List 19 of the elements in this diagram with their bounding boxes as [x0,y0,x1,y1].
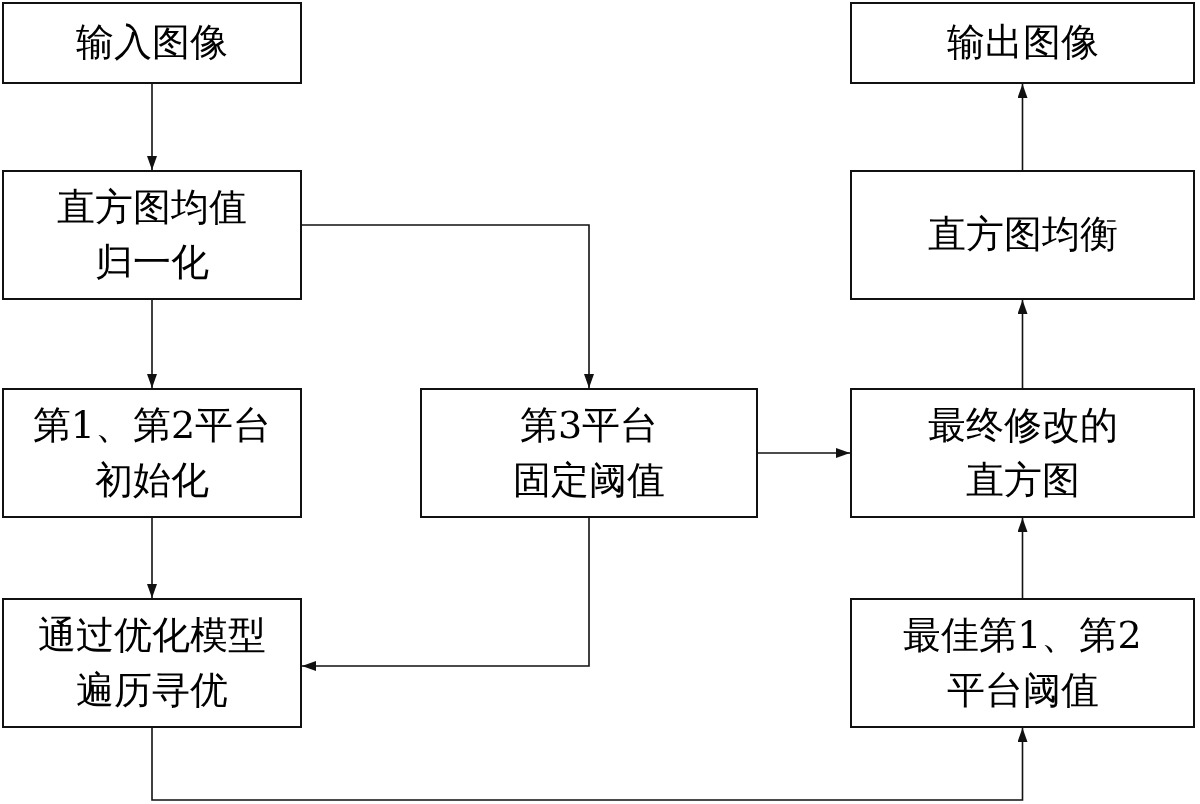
arrow [1017,517,1028,599]
arrow [757,448,851,458]
process-box: 第3平台固定阈值 [420,388,758,518]
process-box: 直方图均衡 [850,170,1195,300]
process-box: 输入图像 [2,2,302,84]
process-box: 最佳第1、第2平台阈值 [850,598,1195,728]
arrow [1017,83,1028,171]
arrow [151,727,1028,801]
process-box: 通过优化模型遍历寻优 [2,598,302,728]
process-box: 最终修改的直方图 [850,388,1195,518]
process-box: 直方图均值归一化 [2,170,302,300]
arrow [301,517,590,671]
arrow [1017,299,1028,389]
arrow [147,299,157,389]
arrow [301,224,594,389]
process-box: 输出图像 [850,2,1195,84]
process-box: 第1、第2平台初始化 [2,388,302,518]
arrow [147,83,157,171]
arrow [147,517,157,599]
